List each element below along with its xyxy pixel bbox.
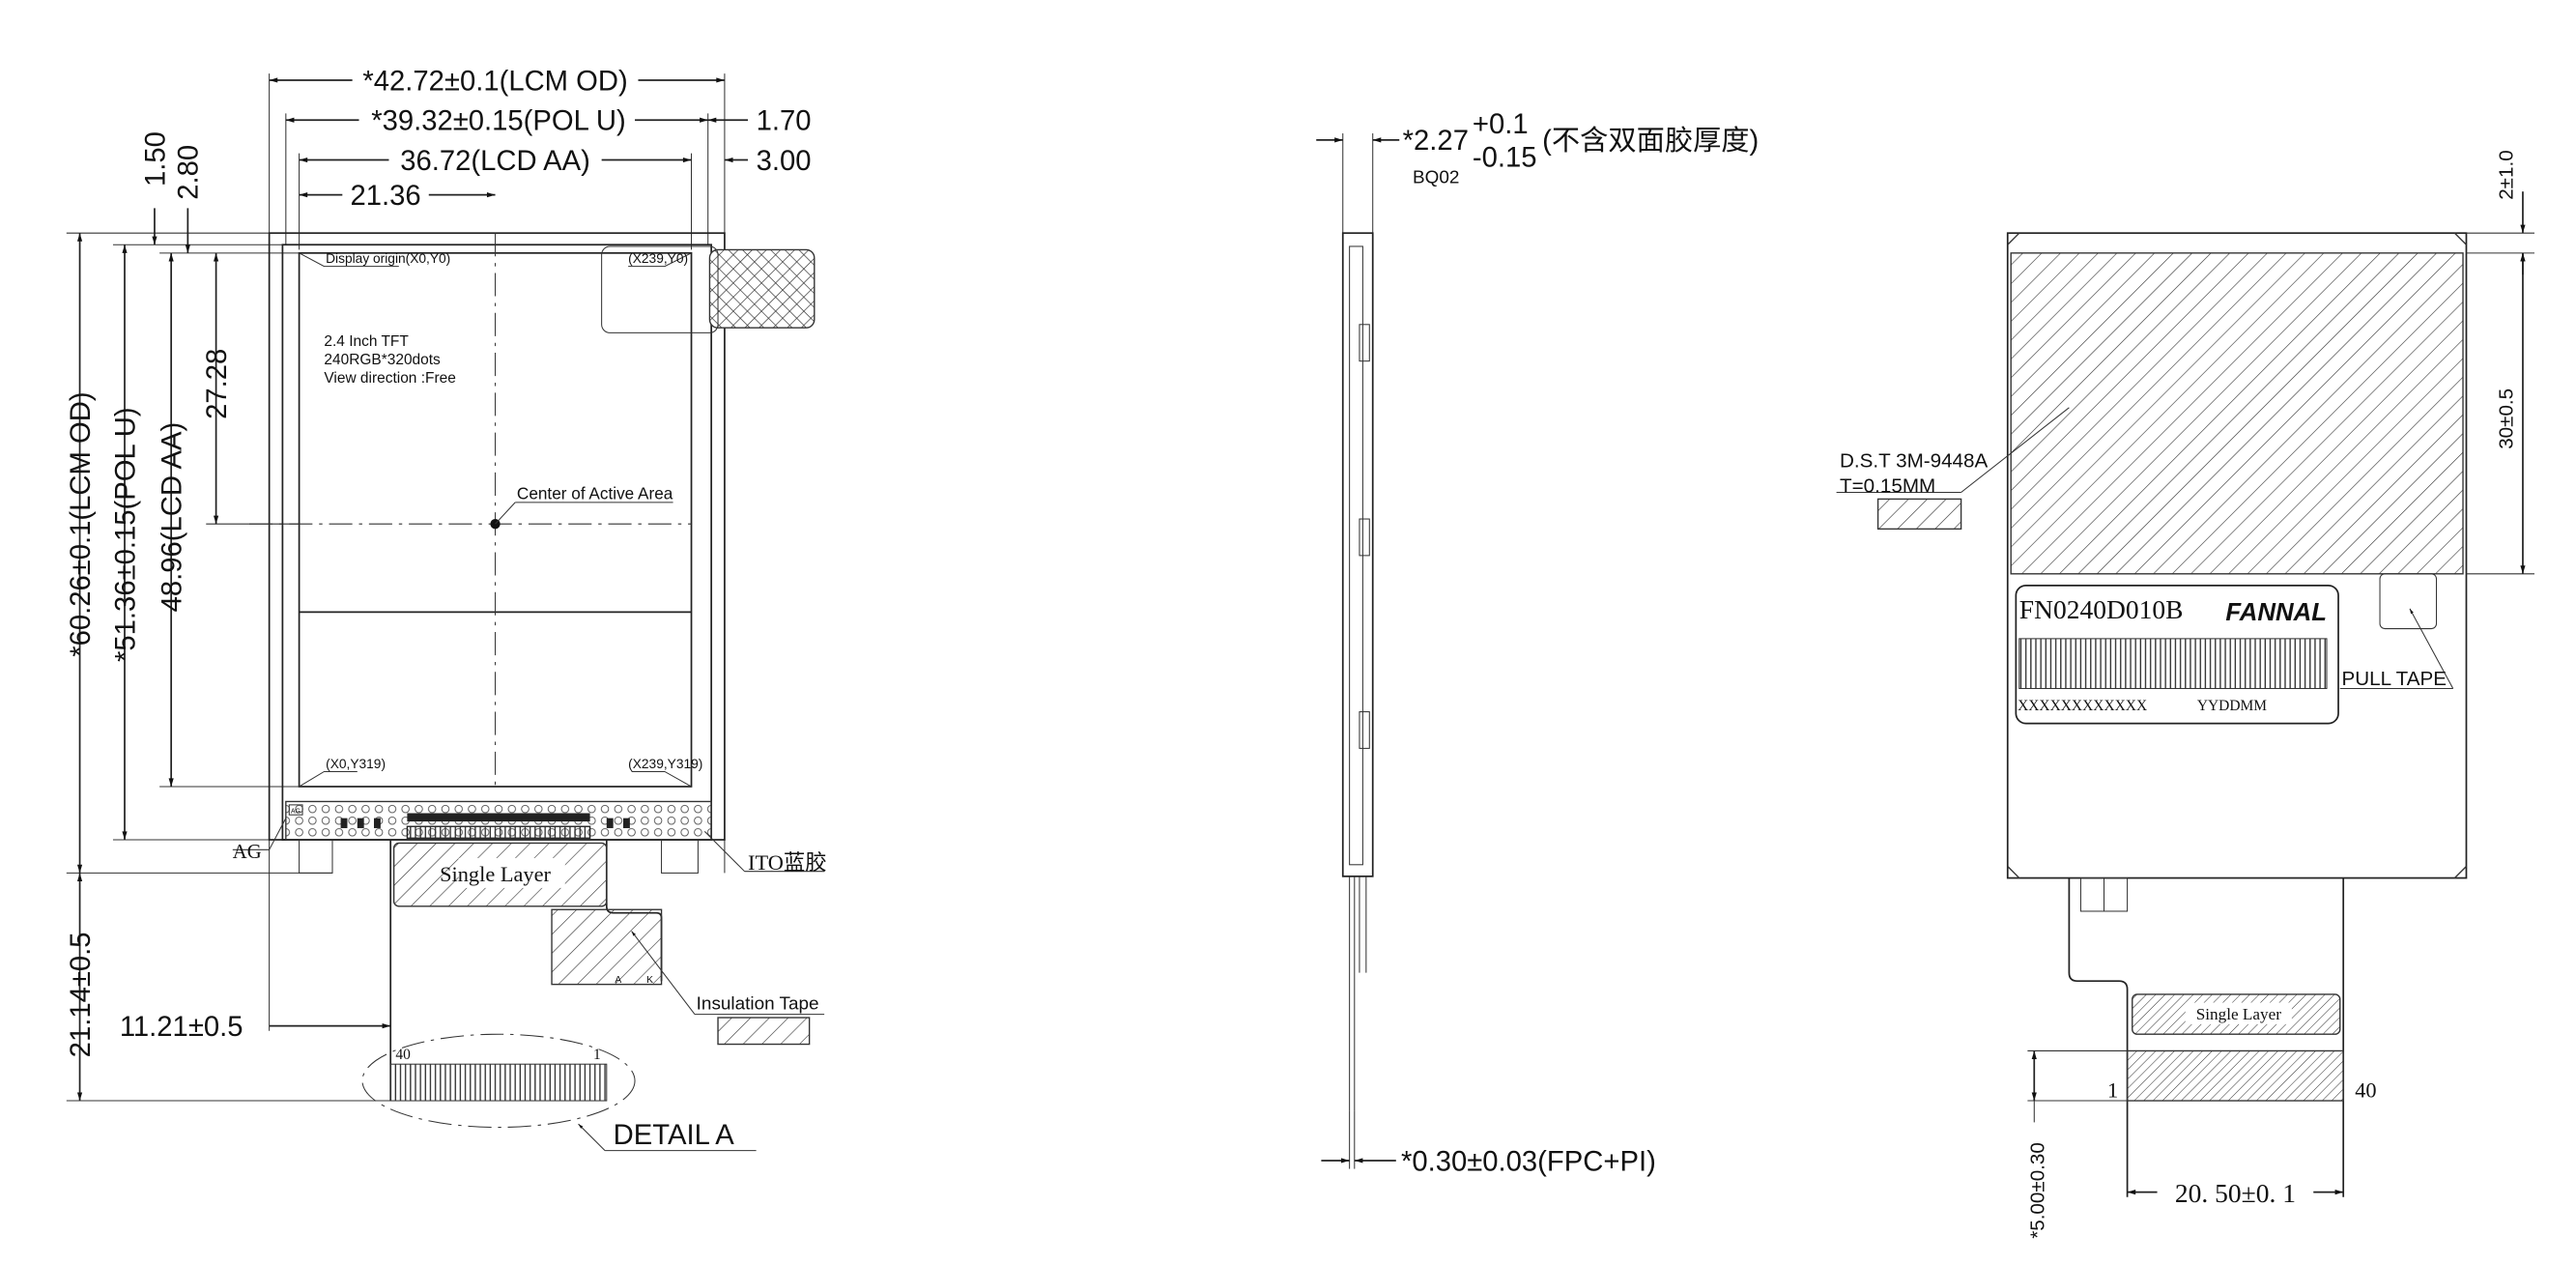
dim-fpc-length: 21.14±0.5 xyxy=(66,932,97,1057)
tape-label-2: T=0.15MM xyxy=(1840,475,1935,498)
pull-tape-tab xyxy=(2379,573,2438,630)
detail-a-ellipse xyxy=(361,1033,636,1129)
back-outline xyxy=(2006,232,2468,879)
dim-lcd-aa-height: 48.96(LCD AA) xyxy=(157,422,187,613)
dim-center-x: 21.36 xyxy=(350,181,420,212)
fpc-pins xyxy=(389,1063,608,1102)
pull-tape-label: PULL TAPE xyxy=(2341,668,2447,690)
ag-small: AG xyxy=(291,808,301,815)
anode-label: A xyxy=(615,975,621,986)
origin-label: Display origin(X0,Y0) xyxy=(326,251,450,266)
ito-label: ITO蓝胶 xyxy=(748,850,827,875)
dim-contact-width: 20. 50±0. 1 xyxy=(2175,1178,2296,1208)
double-sided-tape xyxy=(2010,252,2464,575)
dim-lcm-od-height: *60.26±0.1(LCM OD) xyxy=(66,391,97,656)
ic-chip xyxy=(407,813,590,822)
dim-top-aa: 2.80 xyxy=(174,145,205,200)
pin-last: 40 xyxy=(2355,1078,2376,1103)
front-view: *42.72±0.1(LCM OD) *39.32±0.15(POL U) 36… xyxy=(66,63,827,1152)
dim-fpc-offset: 11.21±0.5 xyxy=(120,1012,243,1043)
detail-a-label: DETAIL A xyxy=(614,1120,735,1151)
corner-bottom-right: (X239,Y319) xyxy=(628,757,702,771)
back-single-layer-label: Single Layer xyxy=(2196,1005,2282,1023)
dim-lcd-aa-width: 36.72(LCD AA) xyxy=(400,146,590,177)
part-number: FN0240D010B xyxy=(2019,594,2184,624)
dim-center-y: 27.28 xyxy=(202,349,233,419)
dim-right-aa: 3.00 xyxy=(757,146,812,177)
spec-line-3: View direction :Free xyxy=(324,370,455,387)
dim-tape-height: 30±0.5 xyxy=(2496,388,2518,449)
fpc-thickness: *0.30±0.03(FPC+PI) xyxy=(1401,1146,1656,1177)
dim-lcm-od-width: *42.72±0.1(LCM OD) xyxy=(362,66,627,97)
ag-label: AG xyxy=(233,842,262,863)
spec-line-2: 240RGB*320dots xyxy=(324,352,441,368)
thickness-plus: +0.1 xyxy=(1473,109,1529,140)
barcode xyxy=(2018,638,2328,689)
corner-bottom-left: (X0,Y319) xyxy=(326,757,386,771)
dim-top-pol: 1.50 xyxy=(140,131,171,187)
insulation-tape-area xyxy=(551,908,663,986)
date-code: YYDDMM xyxy=(2197,698,2267,714)
lcm-outline xyxy=(268,232,726,841)
brand-logo: FANNAL xyxy=(2225,599,2327,626)
center-label: Center of Active Area xyxy=(517,483,673,503)
spec-line-1: 2.4 Inch TFT xyxy=(324,333,409,350)
bq-label: BQ02 xyxy=(1413,168,1459,188)
pin-left: 40 xyxy=(395,1047,411,1063)
side-body xyxy=(1341,232,1374,877)
thickness-minus: -0.15 xyxy=(1473,142,1537,173)
insulation-tape-label: Insulation Tape xyxy=(697,993,819,1014)
serial: XXXXXXXXXXXX xyxy=(2018,698,2147,714)
pin-right: 1 xyxy=(593,1047,601,1063)
product-label xyxy=(2015,584,2339,725)
crosshatch-tab xyxy=(708,248,816,329)
thickness-main: *2.27 xyxy=(1403,126,1469,157)
bonding-pads xyxy=(406,825,591,839)
back-view: 2±1.0 30±0.5 D.S.T 3M-9448A T=0.15MM FN0… xyxy=(1836,150,2534,1239)
thickness-note: (不含双面胶厚度) xyxy=(1542,125,1759,157)
dim-pol-width: *39.32±0.15(POL U) xyxy=(371,106,626,137)
pin-first: 1 xyxy=(2107,1078,2118,1103)
single-layer-label: Single Layer xyxy=(440,862,551,886)
cathode-label: K xyxy=(646,975,653,986)
tape-label-1: D.S.T 3M-9448A xyxy=(1840,450,1988,473)
dim-contact-length: *5.00±0.30 xyxy=(2027,1142,2049,1239)
dim-right-pol: 1.70 xyxy=(757,106,812,137)
dim-top-gap: 2±1.0 xyxy=(2496,150,2518,199)
corner-top-right: (X239,Y0) xyxy=(628,251,688,266)
side-view: *2.27 +0.1 -0.15 (不含双面胶厚度) BQ02 *0.30±0.… xyxy=(1316,109,1759,1177)
contact-area xyxy=(2126,1049,2344,1102)
dim-pol-height: *51.36±0.15(POL U) xyxy=(110,407,141,662)
